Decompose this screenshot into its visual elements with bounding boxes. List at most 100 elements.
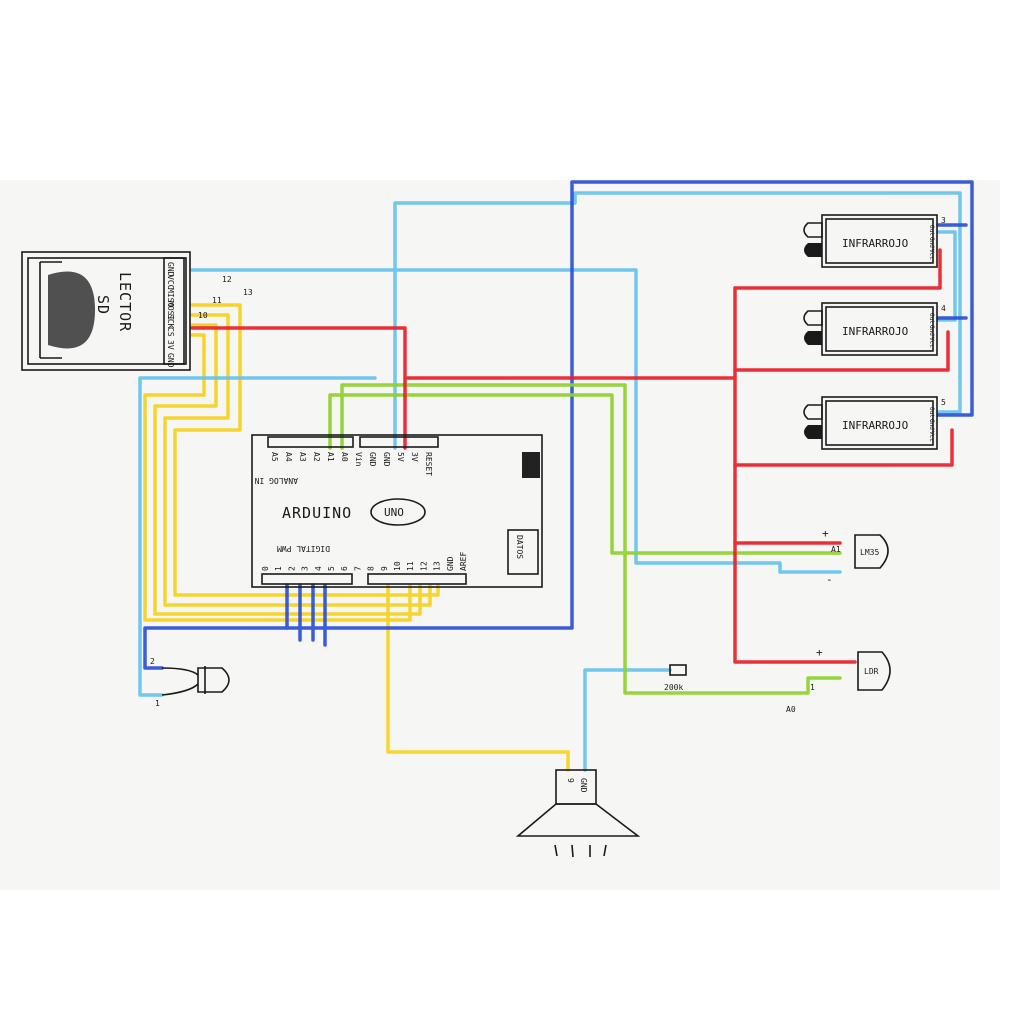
arduino-top-pin-label: A4 bbox=[284, 452, 293, 462]
arduino-usb-jack bbox=[522, 452, 540, 478]
ir-receiver-icon bbox=[804, 331, 822, 345]
blue-wires bbox=[143, 180, 974, 670]
ir-pin-label: Vcc bbox=[928, 337, 935, 348]
arduino-top-pin-label: A2 bbox=[312, 452, 321, 462]
arduino-bottom-pin-label: 8 bbox=[367, 566, 376, 571]
sd-card-icon bbox=[48, 271, 95, 349]
red-wire-ir3 bbox=[733, 428, 954, 467]
arduino-top-pin-labels: A5 A4 A3 A2 A1 A0 Vin GND GND 5V 3V RESET bbox=[270, 452, 433, 476]
ir-pin-label: Gnd bbox=[928, 419, 935, 430]
arduino-bottom-pin-label: 9 bbox=[380, 566, 389, 571]
ldr-label: LDR bbox=[864, 667, 879, 676]
ir-pin-label: Vcc bbox=[928, 431, 935, 442]
led-body bbox=[197, 667, 230, 693]
arduino-bottom-pin-label: 0 bbox=[261, 566, 270, 571]
ir-pin-label: Gnd bbox=[928, 237, 935, 248]
sd-reader-title-2: SD bbox=[94, 295, 112, 315]
speaker-cone bbox=[515, 803, 641, 837]
wires bbox=[138, 180, 974, 772]
sd-pin-number-12: 12 bbox=[222, 275, 232, 284]
sd-pin-number-11: 11 bbox=[212, 296, 222, 305]
arduino-top-pin-label: GND bbox=[368, 452, 377, 467]
led-leads bbox=[161, 667, 199, 696]
red-wire-sd bbox=[190, 326, 407, 450]
led-pin-1: 1 bbox=[155, 699, 160, 708]
sd-pin-label: MISO bbox=[166, 288, 175, 307]
speaker-pin-gnd: GND bbox=[579, 778, 588, 793]
ir-sensor-inner bbox=[825, 306, 934, 352]
cyan-wires bbox=[138, 191, 962, 772]
arduino-body bbox=[251, 434, 543, 588]
arduino-bottom-pin-label: 3 bbox=[301, 566, 310, 571]
sd-pin-label: MOSI bbox=[166, 301, 175, 320]
ir-pin-label: Out bbox=[928, 225, 935, 236]
arduino-bottom-pin-label: 6 bbox=[340, 566, 349, 571]
sd-pin-header bbox=[163, 257, 187, 365]
ldr-sensor: LDR + 1 200k A0 bbox=[664, 646, 891, 714]
ir-sensor-label: INFRARROJO bbox=[842, 325, 908, 338]
lm35-plus: + bbox=[822, 527, 829, 540]
arduino-bottom-pin-label: AREF bbox=[459, 552, 468, 571]
arduino-top-pin-label: GND bbox=[382, 452, 391, 467]
ir-sensor-body bbox=[821, 214, 938, 268]
arduino-bottom-pin-label: 2 bbox=[287, 566, 296, 571]
lm35-body bbox=[854, 534, 889, 569]
arduino-top-header-analog bbox=[267, 436, 354, 448]
arduino-top-pin-label: Vin bbox=[354, 452, 363, 467]
yellow-wire-4 bbox=[143, 333, 412, 622]
ir-sensor-inner bbox=[825, 400, 934, 446]
arduino-top-pin-label: A3 bbox=[298, 452, 307, 462]
ir-sensors: INFRARROJOOutGndVcc3INFRARROJOOutGndVcc4… bbox=[803, 214, 946, 450]
ir-sensor-inner bbox=[825, 218, 934, 264]
arduino-bottom-header-1 bbox=[261, 573, 353, 585]
sd-slot bbox=[39, 261, 62, 359]
sd-pin-label: CS bbox=[166, 327, 175, 337]
led-pin-2: 2 bbox=[150, 657, 155, 666]
arduino-bottom-header-2 bbox=[367, 573, 467, 585]
sd-pin-label: GND bbox=[166, 262, 175, 277]
uno-badge bbox=[370, 498, 426, 526]
arduino-top-pin-label: 5V bbox=[396, 452, 405, 462]
red-wire-vertical bbox=[733, 286, 857, 664]
arduino-top-pin-label: 3V bbox=[410, 452, 419, 462]
ir-pin-number: 3 bbox=[941, 216, 946, 225]
ldr-note: A0 bbox=[786, 705, 796, 714]
arduino-top-pin-label: RESET bbox=[424, 452, 433, 476]
blue-wire-led bbox=[143, 626, 289, 670]
sd-reader-title-1: LECTOR bbox=[116, 272, 134, 332]
sd-pin-label: SCK bbox=[166, 314, 175, 329]
resistor bbox=[669, 664, 687, 676]
arduino-top-pin-label: A5 bbox=[270, 452, 279, 462]
arduino-top-pin-label: A1 bbox=[326, 452, 335, 462]
datos-label: DATOS bbox=[515, 535, 524, 559]
yellow-wire-1 bbox=[173, 303, 440, 597]
ir-emitter-icon bbox=[803, 404, 823, 420]
ir-sensor-body bbox=[821, 302, 938, 356]
sd-pin-label: GND bbox=[166, 353, 175, 368]
red-wire-ir1 bbox=[733, 248, 942, 290]
arduino-top-pin-label: A0 bbox=[340, 452, 349, 462]
ir-pin-label: Out bbox=[928, 313, 935, 324]
ir-emitter-icon bbox=[803, 310, 823, 326]
sd-reader-inner bbox=[27, 257, 185, 365]
analog-in-label: ANALOG IN bbox=[254, 476, 298, 485]
ldr-one: 1 bbox=[810, 683, 815, 692]
ir-pin-label: Out bbox=[928, 407, 935, 418]
ir-receiver-icon bbox=[804, 243, 822, 257]
sd-pin-label: 3V bbox=[166, 340, 175, 350]
ir-sensor-body bbox=[821, 396, 938, 450]
cyan-wire-speaker bbox=[583, 668, 672, 772]
resistor-label: 200k bbox=[664, 683, 683, 692]
arduino-bottom-pin-label: 1 bbox=[274, 566, 283, 571]
yellow-wire-speaker bbox=[386, 583, 570, 772]
ldr-plus: + bbox=[816, 646, 823, 659]
ir-pin-label: Vcc bbox=[928, 249, 935, 260]
ldr-body bbox=[857, 651, 891, 691]
red-wire-ir2 bbox=[733, 330, 950, 372]
